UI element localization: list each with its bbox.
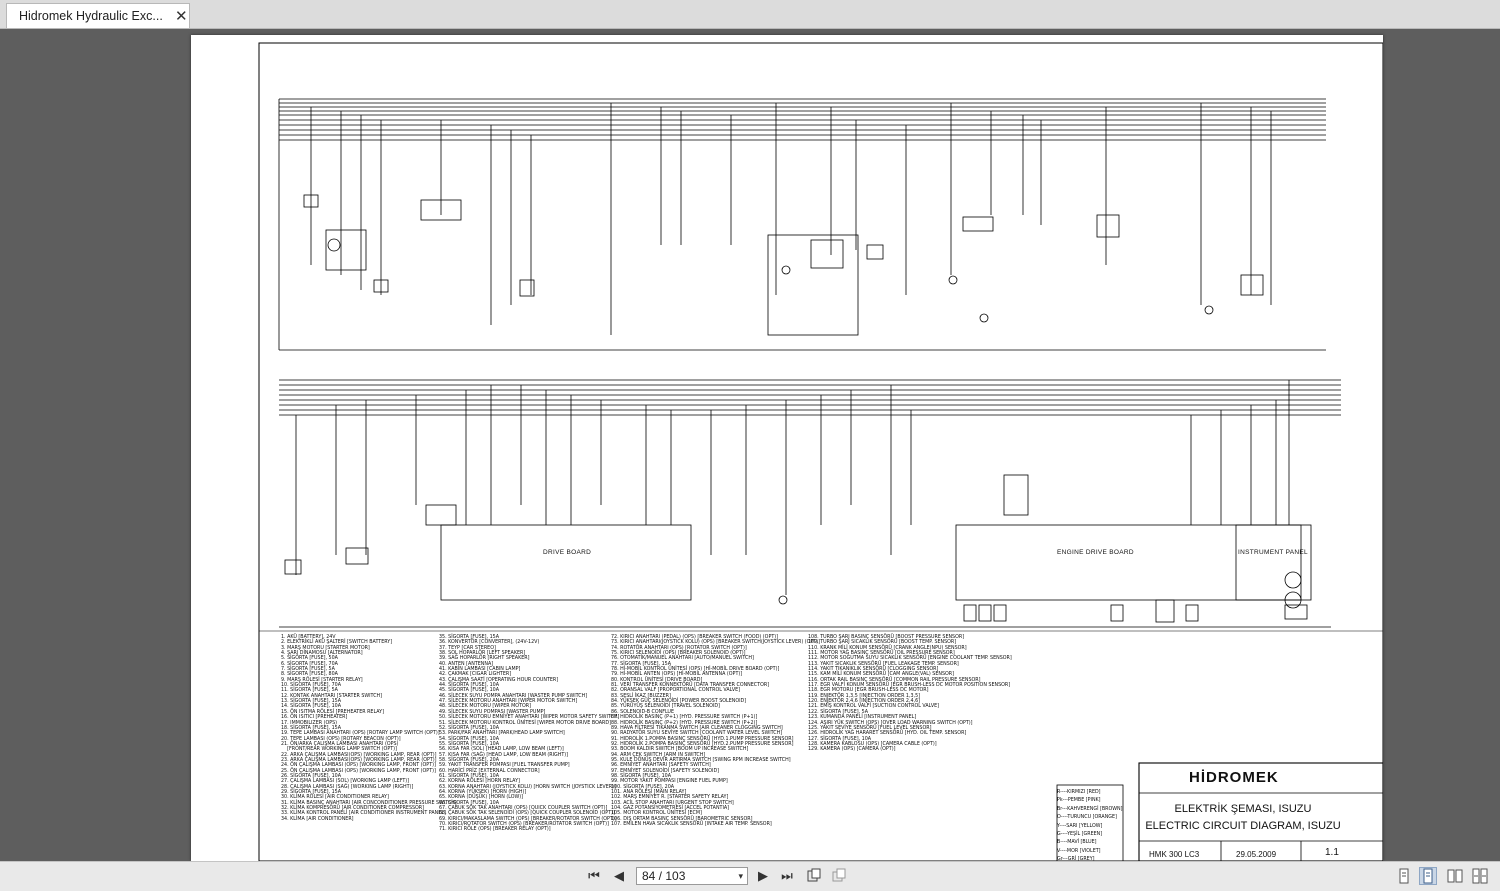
circuit-diagram	[258, 42, 1383, 861]
diagram-title-en: ELECTRIC CIRCUIT DIAGRAM, ISUZU	[1145, 820, 1341, 832]
document-viewer[interactable]: DRIVE BOARD ENGINE DRIVE BOARD INSTRUMEN…	[0, 29, 1500, 887]
legend-column-4: 108. TURBO ŞARJ BASINÇ SENSÖRÜ [BOOST PR…	[808, 635, 1012, 753]
single-page-view-icon[interactable]	[1395, 867, 1413, 885]
tab-bar: Hidromek Hydraulic Exc... ✕	[0, 0, 1500, 29]
continuous-facing-view-icon[interactable]	[1471, 867, 1489, 885]
pdf-page: DRIVE BOARD ENGINE DRIVE BOARD INSTRUMEN…	[191, 35, 1383, 887]
document-tab[interactable]: Hidromek Hydraulic Exc... ✕	[6, 3, 190, 28]
first-page-icon[interactable]: ⏮	[588, 868, 600, 883]
bottom-toolbar: ⏮ ◀ 84 / 103 ▾ ▶ ⏭	[0, 861, 1500, 891]
legend-column-1: 1. AKÜ [BATTERY], 24V 2. ELEKTRİKLİ AKÜ …	[281, 635, 457, 822]
instrument-panel-label: INSTRUMENT PANEL	[1238, 549, 1308, 556]
facing-pages-view-icon[interactable]	[1446, 867, 1464, 885]
brand-logo: HİDROMEK	[1189, 769, 1279, 786]
tab-title: Hidromek Hydraulic Exc...	[19, 9, 163, 23]
drawing-date: 29.05.2009	[1236, 850, 1277, 859]
revision-number: 1.1	[1325, 847, 1339, 858]
previous-page-icon[interactable]: ◀	[614, 868, 624, 883]
page-number-input[interactable]: 84 / 103 ▾	[636, 867, 748, 885]
continuous-view-icon[interactable]	[1419, 867, 1437, 885]
page-indicator: 84 / 103	[642, 869, 686, 883]
close-icon[interactable]: ✕	[175, 8, 188, 25]
last-page-icon[interactable]: ⏭	[781, 868, 793, 883]
diagram-title-tr: ELEKTRİK ŞEMASI, ISUZU	[1174, 803, 1312, 815]
model-number: HMK 300 LC3	[1149, 850, 1200, 859]
chevron-down-icon[interactable]: ▾	[738, 871, 743, 881]
next-page-icon[interactable]: ▶	[758, 868, 768, 883]
legend-column-3: 72. KIRICI ANAHTARI (PEDAL) (OPS) [BREAK…	[611, 635, 820, 828]
engine-drive-board-label: ENGINE DRIVE BOARD	[1057, 549, 1134, 556]
copy-page-icon[interactable]	[830, 867, 848, 885]
drive-board-label: DRIVE BOARD	[543, 549, 592, 556]
rotate-page-icon[interactable]	[805, 867, 823, 885]
legend-column-2: 35. SİGORTA [FUSE], 15A 36. KONVERTÖR [C…	[439, 635, 620, 833]
